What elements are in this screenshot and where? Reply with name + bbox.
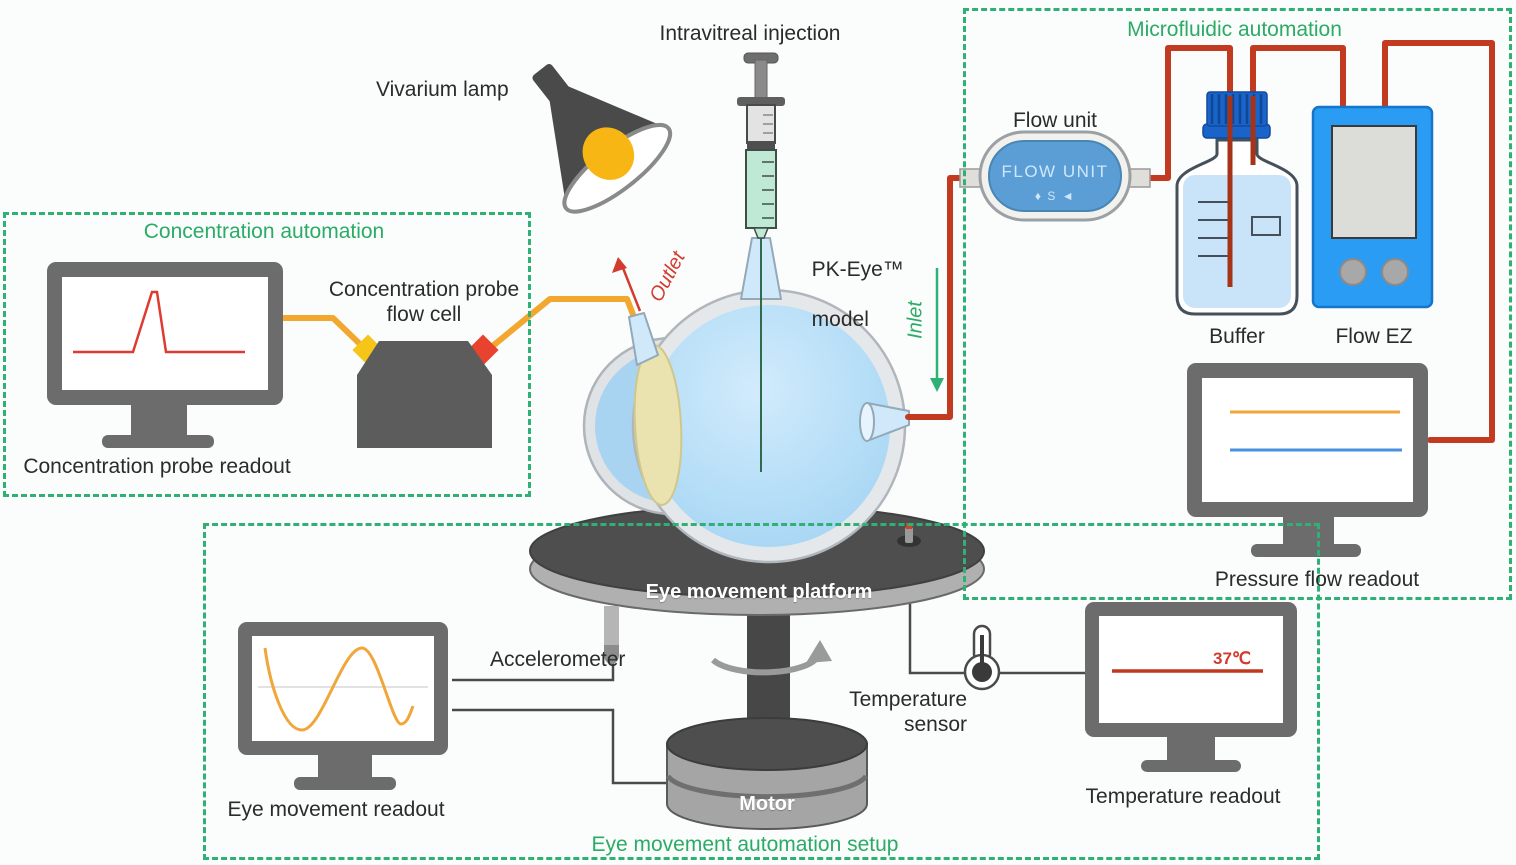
monitor-screen [252, 636, 434, 741]
eye-movement-wave [263, 646, 415, 732]
monitor-neck [1167, 737, 1215, 762]
motor-top [666, 717, 868, 771]
eye-movement-platform-assembly [529, 504, 985, 830]
buffer-bottle [1175, 91, 1299, 316]
pk-eye-line2: model [811, 308, 869, 331]
flow-cell-line1: Concentration probe [328, 278, 520, 301]
flowcell-body [357, 341, 492, 448]
flow-unit-device [959, 130, 1151, 222]
outlet-arrow-line [621, 267, 642, 312]
syringe-flange [737, 97, 785, 106]
temperature-wire [908, 604, 1085, 675]
flow-cell-label: Concentration probe flow cell [314, 277, 534, 327]
accelerometer-tip [604, 645, 619, 664]
vivarium-lamp-label: Vivarium lamp [376, 78, 509, 101]
buffer-label: Buffer [1209, 325, 1265, 348]
bottle-cap [1206, 91, 1268, 127]
concentration-probe-flow-cell [352, 334, 499, 448]
temperature-value: 37℃ [1213, 649, 1252, 668]
tube-monitor-to-flowcell [278, 315, 366, 350]
flow-unit-label: Flow unit [1012, 109, 1098, 132]
syringe-plunger-rod [754, 59, 768, 101]
accelerometer-label: Accelerometer [490, 648, 626, 671]
pk-eye-model [582, 237, 910, 564]
monitor-base [1141, 760, 1241, 772]
flow-direction-arrows [612, 257, 944, 392]
monitor-base [1251, 544, 1361, 557]
vivarium-lamp-icon [532, 64, 673, 214]
flow-ez-button [1381, 258, 1409, 286]
platform-peg [905, 527, 913, 543]
syringe-barrel-lower [745, 149, 777, 229]
concentration-peak-trace [73, 290, 245, 354]
eye-movement-platform-label: Eye movement platform [645, 581, 873, 603]
monitor-base [294, 777, 396, 790]
pk-eye-model-label: PK-Eye™ model [800, 232, 904, 332]
syringe-tip [752, 227, 770, 239]
temperature-sensor-icon [963, 624, 1001, 691]
accelerometer-rod [604, 606, 619, 648]
bottle-label-box [1251, 216, 1281, 236]
flow-unit-device-title: FLOW UNIT [1001, 162, 1109, 181]
flow-unit-device-icons: ♦ S ◄ [1034, 189, 1076, 203]
temperature-sensor-line1: Temperature [849, 688, 967, 711]
eye-movement-readout-monitor [238, 622, 448, 790]
motor-wire [452, 708, 667, 785]
accelerometer-wire [452, 658, 615, 682]
flow-cell-line2: flow cell [386, 303, 462, 326]
flow-unit-face [988, 140, 1122, 212]
syringe-plunger-seal [747, 141, 775, 150]
tube-flowcell-to-eye-outlet [486, 296, 637, 352]
thermometer-bulb [972, 662, 992, 682]
flow-ez-button [1339, 258, 1367, 286]
monitor-neck [1283, 517, 1334, 546]
platform-peg-tip [906, 523, 912, 529]
rotation-arrow-head [806, 640, 832, 663]
inlet-label: Inlet [904, 301, 927, 339]
temperature-sensor-line2: sensor [903, 713, 967, 736]
eye-main-sphere [648, 305, 890, 547]
eye-inlet-port-mouth [859, 402, 875, 442]
flow-ez-label: Flow EZ [1335, 325, 1413, 348]
monitor-base [102, 435, 214, 448]
monitor-screen [62, 277, 268, 390]
temperature-readout-monitor [1085, 602, 1297, 772]
pressure-flow-readout-label: Pressure flow readout [1214, 568, 1420, 591]
eye-outlet-port [628, 312, 659, 366]
pk-eye-line1: PK-Eye™ [811, 258, 904, 281]
syringe-barrel-ticks [763, 114, 773, 134]
eye-movement-readout-label: Eye movement readout [227, 798, 445, 821]
pressure-readout-monitor [1187, 363, 1428, 557]
temperature-sensor-label: Temperature sensor [767, 687, 967, 737]
concentration-readout-monitor [47, 262, 283, 448]
orange-tubing [278, 296, 637, 352]
flow-ez-device [1311, 105, 1434, 309]
tube-inlet-to-flow-unit [905, 175, 967, 420]
microfluidic-box-title: Microfluidic automation [1127, 18, 1342, 41]
lamp-bulb [582, 127, 635, 180]
motor-label: Motor [739, 793, 795, 815]
concentration-box-title: Concentration automation [143, 220, 385, 243]
temperature-readout-label: Temperature readout [1085, 785, 1281, 808]
bottle-liquid [1183, 175, 1291, 308]
signal-wires [452, 604, 1085, 785]
syringe [737, 52, 785, 472]
motor-stripe [665, 774, 869, 800]
eye-movement-box-title: Eye movement automation setup [591, 833, 899, 856]
concentration-probe-readout-label: Concentration probe readout [23, 455, 291, 478]
flow-ez-screen [1331, 125, 1417, 239]
tube-flow-ez-to-pressure-readout [1382, 40, 1495, 443]
intravitreal-injection-label: Intravitreal injection [659, 22, 841, 45]
syringe-liquid-ticks [762, 161, 774, 219]
monitor-screen [1202, 378, 1413, 502]
outlet-arrow-head [612, 257, 627, 273]
inlet-arrow-head [930, 378, 944, 392]
monitor-neck [318, 755, 372, 779]
monitor-neck [131, 405, 187, 437]
